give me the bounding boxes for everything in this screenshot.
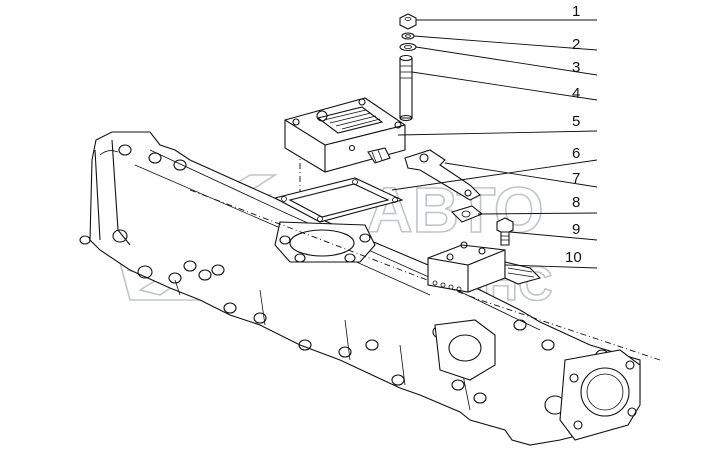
leader-lines bbox=[391, 19, 598, 269]
leader-9 bbox=[509, 231, 598, 241]
part-5-heater-housing bbox=[284, 97, 406, 173]
leader-7 bbox=[444, 162, 598, 188]
part-4-stud bbox=[399, 54, 413, 122]
part-6-gasket bbox=[273, 177, 404, 223]
part-9-bolt bbox=[496, 217, 514, 246]
callout-3: 3 bbox=[572, 59, 580, 76]
callout-numbers: 1 2 3 4 5 6 7 8 9 10 bbox=[565, 3, 582, 266]
leader-10 bbox=[504, 264, 598, 269]
part-10-connector-block bbox=[427, 241, 542, 293]
callout-4: 4 bbox=[572, 85, 580, 102]
leader-2 bbox=[413, 35, 598, 51]
callout-6: 6 bbox=[572, 145, 580, 162]
callout-8: 8 bbox=[572, 194, 580, 211]
callout-5: 5 bbox=[572, 113, 580, 130]
leader-8 bbox=[477, 212, 598, 215]
callout-7: 7 bbox=[572, 170, 580, 187]
leader-3 bbox=[415, 46, 598, 76]
callout-2: 2 bbox=[572, 36, 580, 53]
callout-9: 9 bbox=[572, 221, 580, 238]
leader-5 bbox=[397, 130, 598, 136]
part-3-washer bbox=[399, 42, 417, 52]
callout-10: 10 bbox=[565, 249, 582, 266]
leader-4 bbox=[411, 71, 598, 101]
exhaust-manifold bbox=[79, 131, 661, 446]
callout-1: 1 bbox=[572, 3, 580, 20]
part-7-bracket bbox=[404, 149, 481, 201]
leader-6 bbox=[391, 159, 598, 191]
part-2-lock-washer bbox=[401, 32, 415, 40]
part-1-nut bbox=[399, 13, 417, 30]
